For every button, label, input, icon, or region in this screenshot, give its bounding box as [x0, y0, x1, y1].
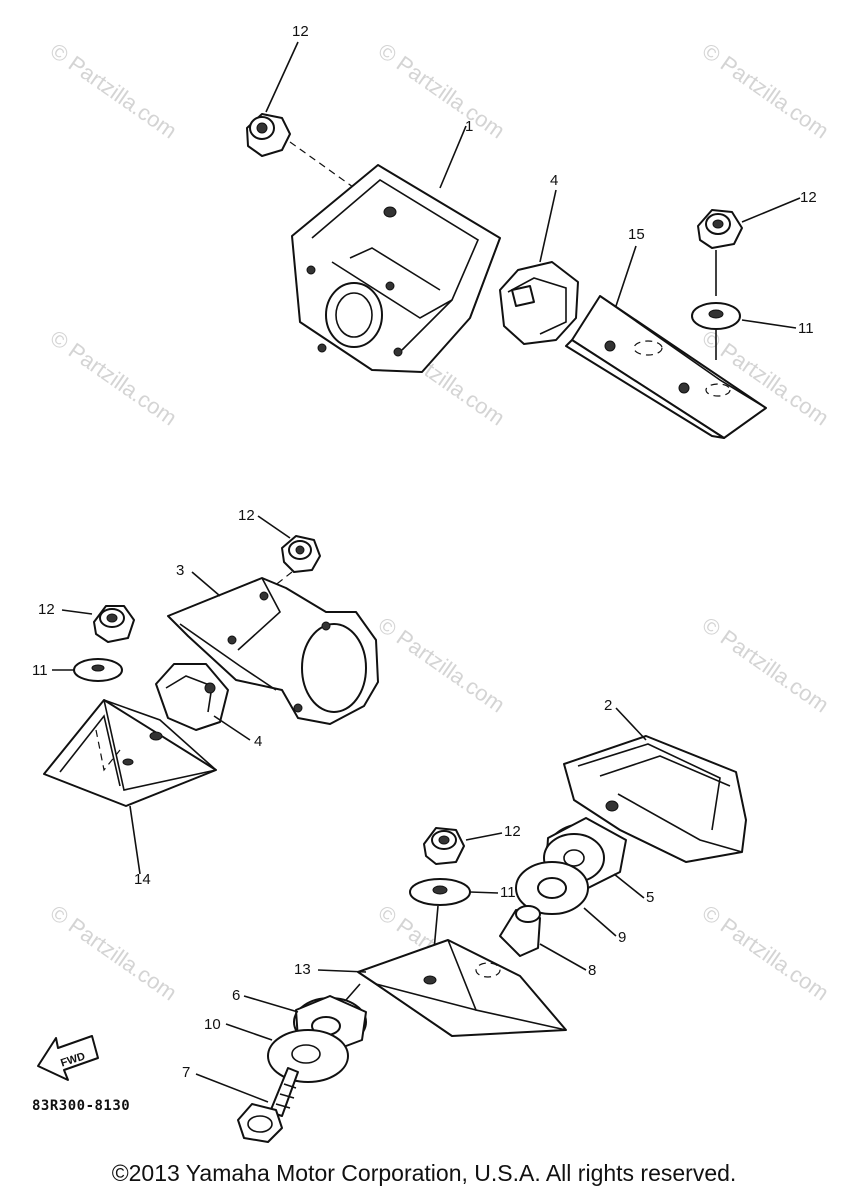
bracket-13 — [357, 939, 567, 1037]
callout-14: 14 — [134, 871, 151, 888]
nut-12-top — [246, 113, 291, 157]
washer-10 — [267, 1029, 349, 1083]
bracket-2 — [563, 735, 747, 863]
callout-15: 15 — [628, 226, 645, 243]
copyright-notice: ©2013 Yamaha Motor Corporation, U.S.A. A… — [111, 1160, 737, 1186]
callout-11: 11 — [798, 320, 814, 337]
callout-12: 12 — [800, 189, 817, 206]
nut-12-lower — [423, 827, 465, 865]
callout-1: 1 — [465, 118, 474, 135]
collar-8 — [499, 905, 541, 957]
nut-12-right — [697, 209, 743, 249]
callout-4: 4 — [550, 172, 559, 189]
callout-9: 9 — [618, 929, 627, 946]
bracket-14 — [43, 699, 217, 807]
bracket-3 — [167, 577, 379, 725]
bracket-15 — [565, 295, 767, 439]
callout-11: 11 — [500, 884, 516, 901]
washer-11-top — [691, 302, 741, 330]
callout-4: 4 — [254, 733, 263, 750]
fwd-arrow-icon: FWD — [37, 1035, 99, 1081]
callout-6: 6 — [232, 987, 241, 1004]
callout-3: 3 — [176, 562, 185, 579]
washer-9 — [515, 861, 589, 915]
callout-8: 8 — [588, 962, 597, 979]
nut-12-middle — [281, 535, 321, 573]
part-code: 83R300-8130 — [32, 1098, 131, 1114]
callout-12: 12 — [38, 601, 55, 618]
damper-4-top — [499, 261, 579, 345]
callout-2: 2 — [604, 697, 613, 714]
callout-12: 12 — [238, 507, 255, 524]
washer-11-lower — [409, 878, 471, 906]
callout-10: 10 — [204, 1016, 221, 1033]
nut-12-left — [93, 605, 135, 643]
washer-11-middle — [73, 658, 123, 682]
callout-12: 12 — [504, 823, 521, 840]
callout-12: 12 — [292, 23, 309, 40]
bracket-1 — [291, 164, 501, 373]
bolt-7 — [237, 1067, 299, 1143]
callout-11: 11 — [32, 662, 48, 679]
callout-13: 13 — [294, 961, 311, 978]
callout-7: 7 — [182, 1064, 191, 1081]
damper-4-middle — [155, 663, 229, 731]
callout-5: 5 — [646, 889, 655, 906]
